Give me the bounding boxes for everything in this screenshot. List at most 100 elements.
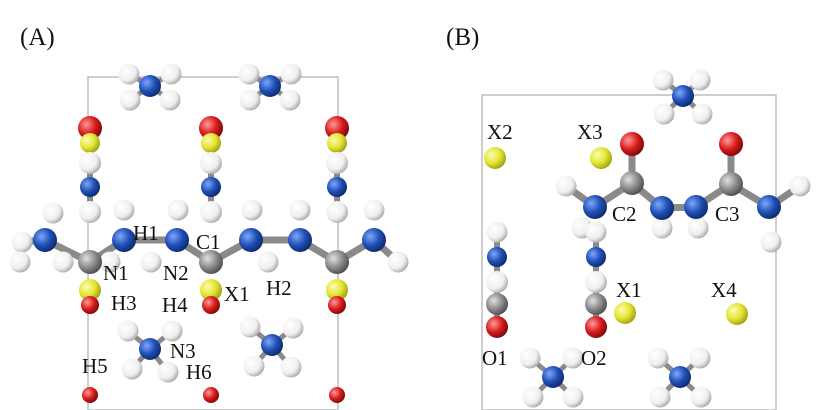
atom-labels-a: H1 C1 N1 N2 X1 H2 H3 H4 N3 H5 H6 <box>82 221 292 384</box>
oxygen-atom <box>202 296 220 314</box>
nitrogen-atom <box>586 247 606 267</box>
oxygen-atom <box>82 387 98 403</box>
hydrogen-atom <box>113 199 135 221</box>
hydrogen-atom <box>326 152 348 174</box>
nitrogen-atom <box>362 228 386 252</box>
hydrogen-atom <box>99 251 121 273</box>
atom-label-h6: H6 <box>186 360 212 384</box>
atom-label-h3: H3 <box>111 291 137 315</box>
hydrogen-atom <box>653 103 675 125</box>
nitrogen-atom <box>239 228 263 252</box>
atom-label-x3: X3 <box>577 120 603 144</box>
hydrogen-atom <box>647 347 669 369</box>
hydrogen-atom <box>585 221 607 243</box>
hydrogen-atom <box>562 386 584 408</box>
halogen-atom <box>201 133 221 153</box>
atom-label-n3: N3 <box>170 339 196 363</box>
oxygen-atom <box>329 387 345 403</box>
nitrogen-atom <box>684 195 708 219</box>
oxygen-atom <box>199 116 223 140</box>
hydrogen-atom <box>522 386 544 408</box>
hydrogen-atom <box>238 63 260 85</box>
hydrogen-atom <box>363 199 385 221</box>
hydrogen-atom <box>200 201 222 223</box>
carbon-atom <box>78 250 102 274</box>
atom-label-o2: O2 <box>581 346 607 370</box>
nitrogen-atom <box>165 228 189 252</box>
hydrogen-atom <box>241 199 263 221</box>
atom-label-h1: H1 <box>133 221 159 245</box>
hydrogen-atom <box>159 89 181 111</box>
hydrogen-atom <box>289 199 311 221</box>
hydrogen-atom <box>200 152 222 174</box>
hydrogen-atom <box>52 251 74 273</box>
nitrogen-atom <box>80 177 100 197</box>
panel-a: (A) H1 C1 N1 N2 X1 H2 H3 H4 N3 H5 H6 <box>9 24 409 410</box>
hydrogen-atom <box>140 251 162 273</box>
halogen-atom <box>200 279 222 301</box>
carbon-atom <box>585 293 607 315</box>
halogen-atom <box>726 303 748 325</box>
hydrogen-atom <box>9 251 31 273</box>
hydrogen-atom <box>119 89 141 111</box>
nitrogen-atom <box>261 334 283 356</box>
hydrogen-atom <box>157 361 179 383</box>
atom-label-c1: C1 <box>196 230 221 254</box>
panel-b: (B) X2 X3 C2 C3 X1 X4 O1 O2 <box>446 24 811 410</box>
atom-label-n2: N2 <box>163 261 189 285</box>
panel-b-label: (B) <box>446 24 479 51</box>
carbon-atom <box>325 250 349 274</box>
hydrogen-atom <box>760 231 782 253</box>
hydrogen-atom <box>486 221 508 243</box>
carbon-atom <box>620 171 644 195</box>
oxygen-atom <box>620 132 644 156</box>
hydrogen-atom <box>687 217 709 239</box>
atom-label-c2: C2 <box>612 202 637 226</box>
nitrogen-atom <box>259 75 281 97</box>
hydrogen-atom <box>79 152 101 174</box>
hydrogen-atom <box>160 63 182 85</box>
unit-cell-a <box>87 76 339 410</box>
carbon-atom <box>719 172 743 196</box>
oxygen-atom <box>719 132 743 156</box>
hydrogen-atom <box>689 347 711 369</box>
nitrogen-atom <box>288 228 312 252</box>
nitrogen-atom <box>327 177 347 197</box>
hydrogen-atom <box>789 175 811 197</box>
carbon-atom <box>199 250 223 274</box>
nitrogen-atom <box>650 196 674 220</box>
nitrogen-atom <box>669 366 691 388</box>
nitrogen-atom <box>112 228 136 252</box>
hydrogen-atom <box>326 201 348 223</box>
hydrogen-atom <box>79 201 101 223</box>
molecule-structure-a <box>9 63 409 403</box>
atom-label-x1b: X1 <box>616 278 642 302</box>
carbon-atom <box>486 293 508 315</box>
hydrogen-atom <box>121 358 143 380</box>
hydrogen-atom <box>257 251 279 273</box>
halogen-atom <box>484 147 506 169</box>
molecule-structure-b <box>484 69 811 408</box>
hydrogen-atom <box>243 355 265 377</box>
hydrogen-atom <box>649 386 671 408</box>
nitrogen-atom <box>583 195 607 219</box>
halogen-atom <box>327 133 347 153</box>
hydrogen-atom <box>239 316 261 338</box>
hydrogen-atom <box>486 271 508 293</box>
hydrogen-atom <box>167 199 189 221</box>
atom-label-o1: O1 <box>482 346 508 370</box>
oxygen-atom <box>486 316 508 338</box>
atom-label-x1: X1 <box>224 282 250 306</box>
hydrogen-atom <box>651 217 673 239</box>
hydrogen-atom <box>42 202 64 224</box>
hydrogen-atom <box>280 356 302 378</box>
hydrogen-atom <box>280 63 302 85</box>
oxygen-atom <box>325 116 349 140</box>
atom-labels-b: X2 X3 C2 C3 X1 X4 O1 O2 <box>482 120 740 370</box>
oxygen-atom <box>78 116 102 140</box>
hydrogen-atom <box>519 347 541 369</box>
hydrogen-atom <box>690 386 712 408</box>
hydrogen-atom <box>652 69 674 91</box>
hydrogen-atom <box>239 89 261 111</box>
oxygen-atom <box>81 296 99 314</box>
